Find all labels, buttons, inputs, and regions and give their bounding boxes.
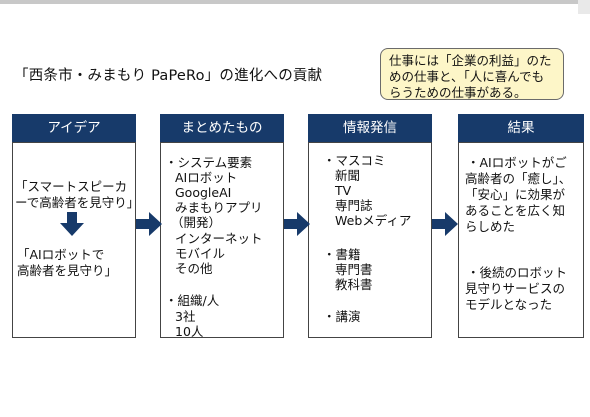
summary-line: （開発）	[171, 215, 222, 230]
down-arrow-icon	[60, 212, 84, 236]
summary-line: AIロボット	[175, 170, 238, 185]
right-arrow-icon	[432, 212, 458, 236]
header-result: 結果	[458, 114, 584, 142]
result-line: あることを広く知	[465, 203, 566, 218]
note-callout: 仕事には「企業の利益」のた めの仕事と、「人に喜んでも らうための仕事がある。	[380, 48, 564, 100]
summary-line: インターネット	[175, 231, 263, 246]
summary-line: GoogleAI	[175, 185, 232, 200]
info-line: 専門書	[335, 262, 373, 277]
result-line: 「安心」に効果が	[465, 187, 566, 202]
info-line: ・マスコミ	[323, 153, 386, 168]
idea-before-line-1: 「スマートスピーカ	[15, 179, 128, 194]
result-line: モデルとなった	[465, 297, 553, 312]
right-arrow-icon	[136, 212, 162, 236]
summary-line: その他	[175, 261, 213, 276]
top-banner	[0, 0, 590, 14]
info-line: ・書籍	[323, 247, 361, 262]
header-info: 情報発信	[308, 114, 432, 142]
result-box: ・AIロボットがご 高齢者の「癒し」、 「安心」に効果が あることを広く知 らし…	[458, 142, 584, 338]
header-idea: アイデア	[12, 114, 136, 142]
info-line: 教科書	[335, 277, 373, 292]
idea-after-line-2: 高齢者を見守り」	[17, 263, 118, 278]
page-title: 「西条市・みまもり PaPeRo」の進化への貢献	[14, 68, 323, 84]
result-line: 見守りサービスの	[465, 281, 566, 296]
summary-line: みまもりアプリ	[175, 200, 263, 215]
result-line: 高齢者の「癒し」、	[465, 171, 572, 186]
info-line: 専門誌	[335, 198, 373, 213]
right-arrow-icon	[284, 212, 310, 236]
summary-line: モバイル	[175, 246, 226, 261]
info-box: ・マスコミ 新聞 TV 専門誌 Webメディア ・書籍 専門書 教科書 ・講演	[308, 142, 432, 338]
idea-after-line-1: 「AIロボットで	[17, 247, 105, 262]
summary-line: ・システム要素	[165, 155, 253, 170]
result-line: らしめた	[465, 219, 516, 234]
result-line: ・後続のロボット	[467, 265, 568, 280]
info-line: TV	[335, 183, 352, 198]
idea-box: 「スマートスピーカ ーで高齢者を見守り」 「AIロボットで 高齢者を見守り」	[12, 142, 140, 338]
info-line: ・講演	[323, 309, 361, 324]
summary-box: ・システム要素 AIロボット GoogleAI みまもりアプリ （開発） インタ…	[160, 142, 284, 339]
summary-org-line: 3社	[175, 309, 196, 324]
summary-org-line: ・組織/人	[165, 293, 220, 308]
info-line: 新聞	[335, 168, 361, 183]
note-line-1: 仕事には「企業の利益」のた	[389, 53, 552, 68]
note-line-3: らうための仕事がある。	[389, 85, 527, 100]
header-summary: まとめたもの	[160, 114, 284, 142]
result-line: ・AIロボットがご	[467, 155, 567, 170]
idea-before-line-2: ーで高齢者を見守り」	[15, 195, 140, 210]
top-banner-strip	[0, 0, 590, 4]
summary-org-line: 10人	[175, 324, 204, 339]
info-line: Webメディア	[335, 213, 412, 228]
note-line-2: めの仕事と、「人に喜んでも	[389, 69, 545, 84]
top-banner-accent	[578, 0, 590, 14]
